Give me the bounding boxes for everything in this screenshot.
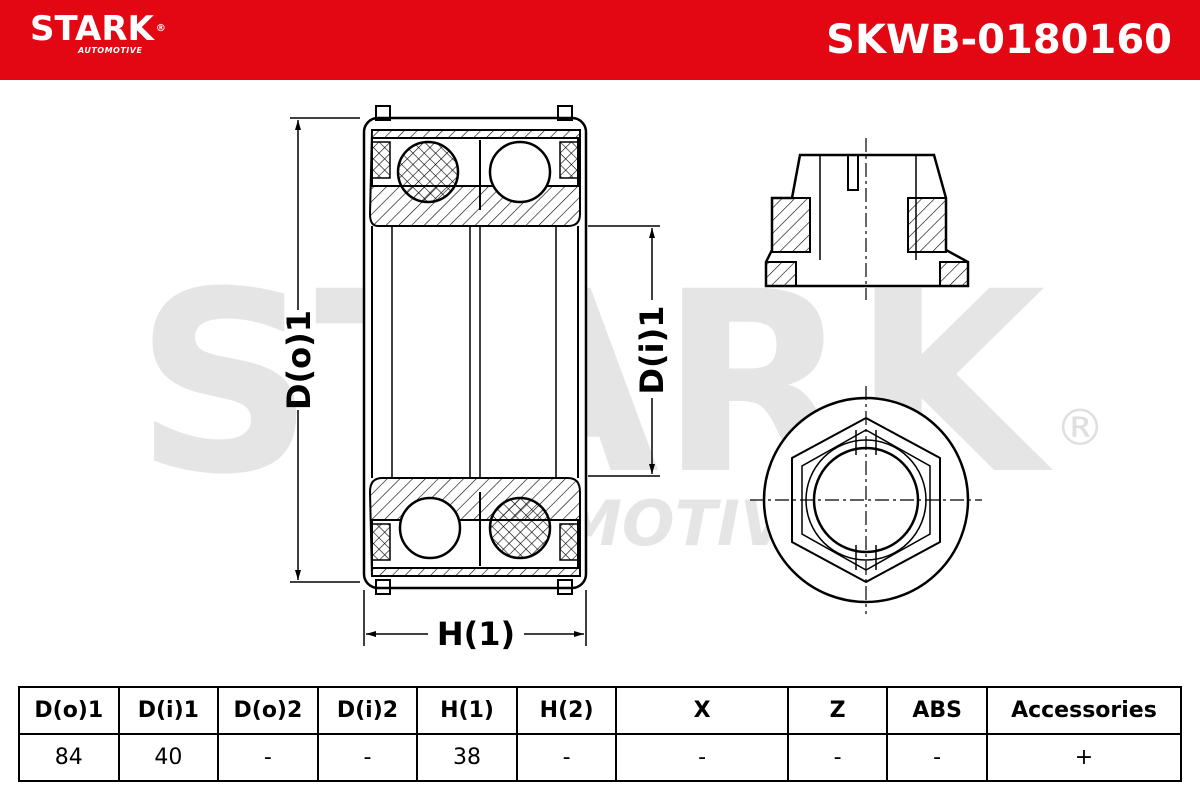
specs-header-row: D(o)1 D(i)1 D(o)2 D(i)2 H(1) H(2) X Z AB…	[18, 686, 1183, 735]
part-number: SKWB-0180160	[826, 17, 1172, 63]
header-inner-diameter: D(i)1	[117, 686, 220, 735]
value-abs: -	[886, 733, 988, 782]
header-bar: STARK® AUTOMOTIVE SKWB-0180160	[0, 0, 1200, 80]
header-accessories: Accessories	[985, 686, 1183, 735]
header-abs: ABS	[886, 686, 988, 735]
label-inner-diameter: D(i)1	[633, 305, 671, 394]
logo-tagline: AUTOMOTIVE	[78, 46, 143, 55]
technical-drawing: STARK AUTOMOTIVE ®	[135, 105, 1105, 653]
specs-table: D(o)1 D(i)1 D(o)2 D(i)2 H(1) H(2) X Z AB…	[18, 686, 1183, 782]
header-z: Z	[786, 686, 889, 735]
header-outer-diameter: D(o)1	[18, 686, 120, 735]
value-inner-diameter: 40	[117, 733, 220, 782]
header-inner-diameter-2: D(i)2	[316, 686, 419, 735]
value-outer-diameter: 84	[18, 733, 120, 782]
value-height: 38	[416, 733, 518, 782]
bearing-side-view	[764, 138, 970, 300]
label-height: H(1)	[437, 615, 515, 653]
value-outer-diameter-2: -	[217, 733, 319, 782]
header-x: X	[615, 686, 789, 735]
watermark-registered: ®	[1055, 399, 1105, 457]
value-height-2: -	[515, 733, 618, 782]
dimension-inner-diameter: D(i)1	[588, 225, 671, 477]
value-inner-diameter-2: -	[316, 733, 419, 782]
value-accessories: +	[985, 733, 1183, 782]
label-outer-diameter: D(o)1	[280, 310, 318, 410]
value-z: -	[786, 733, 889, 782]
header-outer-diameter-2: D(o)2	[217, 686, 319, 735]
logo-wordmark: STARK	[30, 9, 154, 49]
bearing-front-view	[750, 386, 982, 614]
dimension-height: H(1)	[363, 590, 587, 653]
header-height-2: H(2)	[515, 686, 618, 735]
specs-value-row: 84 40 - - 38 - - - - +	[18, 733, 1183, 782]
bearing-section-view	[362, 105, 588, 595]
registered-mark: ®	[155, 23, 166, 34]
stark-logo: STARK® AUTOMOTIVE	[30, 10, 166, 55]
dimension-outer-diameter: D(o)1	[280, 117, 360, 583]
value-x: -	[615, 733, 789, 782]
header-height: H(1)	[416, 686, 518, 735]
